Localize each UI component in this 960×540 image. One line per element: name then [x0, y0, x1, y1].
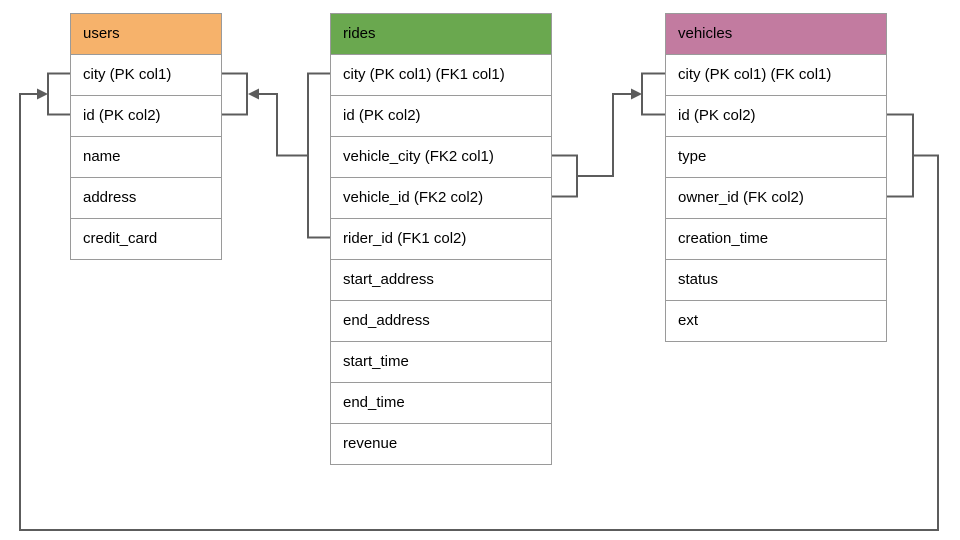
- table-header-vehicles: vehicles: [666, 14, 886, 54]
- column-vehicles-city: city (PK col1) (FK col1): [666, 54, 886, 95]
- column-users-name: name: [71, 136, 221, 177]
- table-header-users: users: [71, 14, 221, 54]
- rides-to-vehicles-connector: [577, 93, 634, 177]
- column-rides-end-time: end_time: [331, 382, 551, 423]
- vehicles-right-bracket: [887, 113, 914, 198]
- column-rides-city: city (PK col1) (FK1 col1): [331, 54, 551, 95]
- column-rides-start-time: start_time: [331, 341, 551, 382]
- vehicles-left-bracket: [641, 72, 665, 116]
- column-users-address: address: [71, 177, 221, 218]
- table-users: users city (PK col1) id (PK col2) name a…: [70, 13, 222, 260]
- rides-right-bracket: [552, 154, 578, 198]
- column-users-city: city (PK col1): [71, 54, 221, 95]
- users-right-bracket: [222, 72, 248, 116]
- rides-to-vehicles-arrowhead-icon: [631, 88, 642, 100]
- column-vehicles-type: type: [666, 136, 886, 177]
- rides-to-users-connector: [256, 93, 308, 157]
- column-rides-vehicle-city: vehicle_city (FK2 col1): [331, 136, 551, 177]
- column-rides-vehicle-id: vehicle_id (FK2 col2): [331, 177, 551, 218]
- table-rides: rides city (PK col1) (FK1 col1) id (PK c…: [330, 13, 552, 465]
- column-vehicles-creation-time: creation_time: [666, 218, 886, 259]
- column-vehicles-id: id (PK col2): [666, 95, 886, 136]
- column-rides-end-address: end_address: [331, 300, 551, 341]
- column-vehicles-owner-id: owner_id (FK col2): [666, 177, 886, 218]
- column-rides-revenue: revenue: [331, 423, 551, 464]
- column-rides-rider-id: rider_id (FK1 col2): [331, 218, 551, 259]
- column-users-credit-card: credit_card: [71, 218, 221, 259]
- column-users-id: id (PK col2): [71, 95, 221, 136]
- vehicles-to-users-arrowhead-icon: [37, 88, 48, 100]
- vehicles-to-users-connector: [19, 93, 939, 531]
- users-left-bracket: [47, 72, 70, 116]
- table-header-rides: rides: [331, 14, 551, 54]
- table-vehicles: vehicles city (PK col1) (FK col1) id (PK…: [665, 13, 887, 342]
- column-rides-start-address: start_address: [331, 259, 551, 300]
- rides-to-users-arrowhead-icon: [248, 88, 259, 100]
- rides-left-bracket: [307, 72, 330, 239]
- column-vehicles-ext: ext: [666, 300, 886, 341]
- column-vehicles-status: status: [666, 259, 886, 300]
- column-rides-id: id (PK col2): [331, 95, 551, 136]
